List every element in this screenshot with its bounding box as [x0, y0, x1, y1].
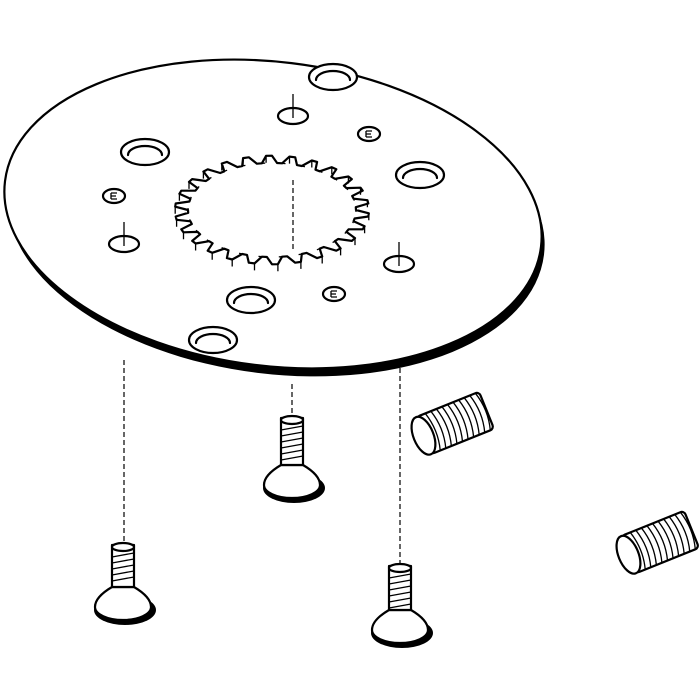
hole-inner — [194, 332, 232, 345]
thread-mark — [365, 130, 372, 138]
countersunk-screw — [93, 541, 156, 625]
spline-bore-depth — [174, 155, 370, 272]
adapter-plate — [3, 58, 545, 377]
screw-thread — [388, 573, 412, 609]
screw-tip — [110, 541, 136, 553]
thread-mark — [110, 192, 117, 200]
screw-tip — [387, 562, 413, 574]
hole-rim — [187, 325, 239, 355]
screw-head — [93, 585, 153, 622]
countersunk-hole — [307, 62, 359, 92]
hole-inner — [232, 292, 270, 305]
through-hole — [382, 242, 416, 274]
thread-mark — [330, 290, 337, 298]
screw-thread — [280, 425, 304, 461]
hole-inner — [126, 144, 164, 157]
screw-thread — [111, 552, 135, 582]
through-hole — [107, 222, 141, 254]
hole-rim — [225, 285, 277, 315]
countersunk-hole — [225, 285, 277, 315]
set-screw-thread — [629, 511, 696, 570]
screw-tip — [279, 414, 305, 426]
countersunk-hole — [119, 137, 171, 167]
set-screw-end — [410, 415, 437, 456]
countersunk-hole — [394, 160, 446, 190]
hole-rim — [307, 62, 359, 92]
set-screw-thread — [424, 392, 491, 451]
set-screw-end — [615, 534, 642, 575]
countersunk-screw — [262, 414, 325, 503]
set-screw — [615, 510, 699, 575]
screw-head — [262, 463, 322, 500]
hole-inner — [314, 69, 352, 82]
hole-rim — [394, 160, 446, 190]
screw-head — [370, 608, 430, 645]
hole-rim — [119, 137, 171, 167]
through-hole — [276, 94, 310, 126]
threaded-hole — [321, 285, 347, 303]
set-screw — [410, 391, 494, 456]
threaded-hole — [101, 187, 127, 205]
hole-inner — [401, 167, 439, 180]
countersunk-hole — [187, 325, 239, 355]
countersunk-screw — [370, 562, 433, 648]
threaded-hole — [356, 125, 382, 143]
